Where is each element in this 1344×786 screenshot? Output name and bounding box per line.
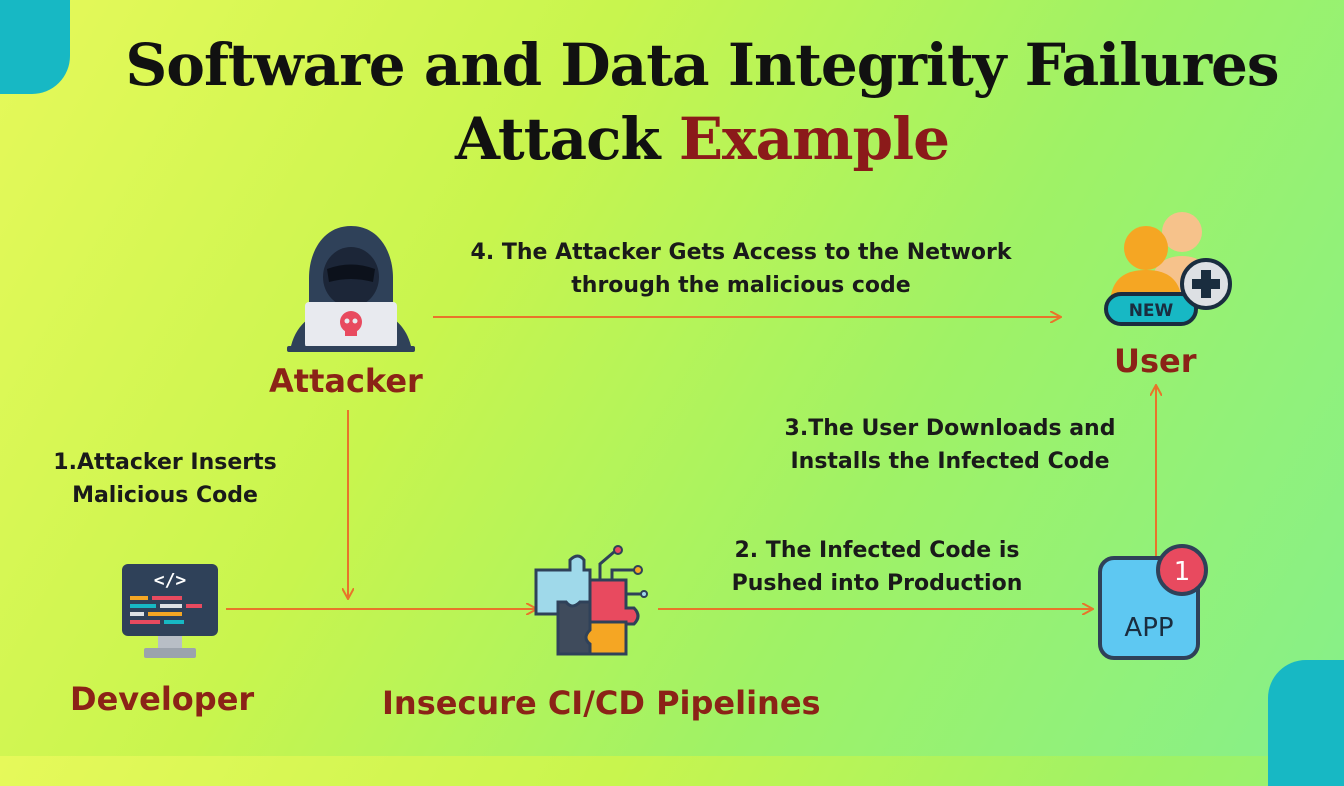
developer-label: Developer	[70, 680, 255, 718]
step-4-text: 4. The Attacker Gets Access to the Netwo…	[440, 236, 1042, 302]
page-title: Software and Data Integrity Failures Att…	[0, 28, 1344, 176]
step-3-line-2: Installs the Infected Code	[790, 449, 1110, 474]
step-3-text: 3.The User Downloads and Installs the In…	[760, 412, 1140, 478]
developer-monitor-icon: </>	[122, 564, 218, 658]
step-4-line-1: 4. The Attacker Gets Access to the Netwo…	[470, 240, 1012, 265]
step-3-line-1: 3.The User Downloads and	[784, 416, 1116, 441]
user-label: User	[1114, 342, 1197, 380]
app-icon: APP 1	[1098, 544, 1208, 660]
step-1-line-1: 1.Attacker Inserts	[53, 450, 277, 475]
title-line-2-plain: Attack	[454, 105, 661, 173]
hacker-icon	[287, 226, 415, 352]
corner-decoration-top-left	[0, 0, 70, 94]
app-icon-text: APP	[1124, 613, 1173, 643]
app-badge-count: 1	[1174, 557, 1191, 587]
pipelines-label: Insecure CI/CD Pipelines	[382, 684, 821, 722]
step-2-line-2: Pushed into Production	[731, 571, 1023, 596]
puzzle-pipeline-icon	[534, 545, 648, 656]
attacker-label: Attacker	[269, 362, 423, 400]
step-1-text: 1.Attacker Inserts Malicious Code	[30, 446, 300, 512]
new-badge-text: NEW	[1129, 301, 1174, 321]
code-tag-text: </>	[154, 570, 187, 591]
step-2-line-1: 2. The Infected Code is	[734, 538, 1020, 563]
new-user-icon: NEW	[1104, 212, 1232, 326]
step-2-text: 2. The Infected Code is Pushed into Prod…	[704, 534, 1050, 600]
title-line-2: Attack Example	[0, 102, 1344, 176]
title-line-2-accent: Example	[678, 105, 950, 173]
step-4-line-2: through the malicious code	[571, 273, 911, 298]
flow-arrows	[226, 0, 1344, 756]
step-1-line-2: Malicious Code	[72, 483, 258, 508]
title-line-1: Software and Data Integrity Failures	[125, 31, 1279, 99]
